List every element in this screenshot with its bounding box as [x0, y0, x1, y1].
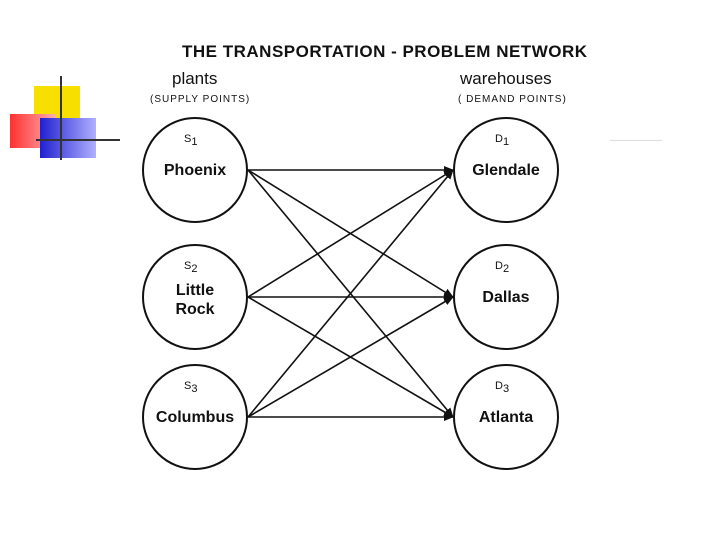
logo-blue-square [40, 118, 96, 158]
destination-name: Atlanta [478, 408, 534, 426]
destination-name: Dallas [482, 288, 530, 306]
warehouses-sublabel: ( DEMAND POINTS) [458, 94, 567, 105]
destination-name: Glendale [472, 161, 540, 179]
logo-horizontal-line [36, 139, 120, 141]
edge-little-rock-to-glendale [247, 169, 454, 298]
source-code: S1 [184, 133, 198, 149]
source-node-phoenix: S1 Phoenix [142, 117, 248, 223]
destination-code: D3 [495, 380, 510, 396]
destination-code: D1 [495, 133, 510, 149]
diagram-title: THE TRANSPORTATION - PROBLEM NETWORK [182, 42, 588, 61]
source-node-columbus: S3 Columbus [142, 364, 248, 470]
destination-node-glendale: D1 Glendale [453, 117, 559, 223]
source-node-little-rock: S2 Little Rock [142, 244, 248, 350]
destination-node-atlanta: D3 Atlanta [453, 364, 559, 470]
source-code: S3 [184, 380, 198, 396]
edge-columbus-to-glendale [247, 169, 454, 418]
warehouses-label: warehouses [460, 69, 552, 88]
source-name: Columbus [155, 408, 235, 426]
destination-code: D2 [495, 260, 510, 276]
source-name: Little Rock [175, 282, 215, 318]
destination-node-dallas: D2 Dallas [453, 244, 559, 350]
source-code: S2 [184, 260, 198, 276]
logo-vertical-line [60, 76, 62, 160]
plants-sublabel: (SUPPLY POINTS) [150, 94, 251, 105]
decorative-line [610, 140, 662, 141]
edge-columbus-to-dallas [247, 296, 454, 418]
plants-label: plants [172, 69, 218, 88]
corner-logo [0, 0, 130, 170]
source-name: Phoenix [163, 161, 227, 179]
